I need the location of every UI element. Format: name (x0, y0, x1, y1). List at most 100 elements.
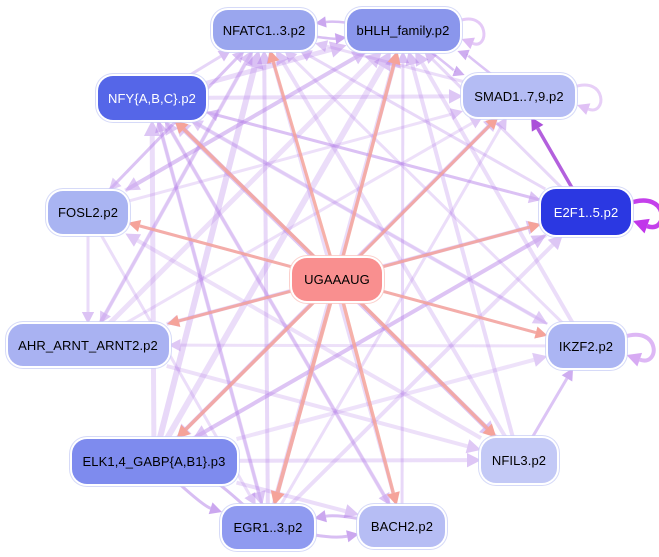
arrowhead-UGAAAUG-bHLH (387, 51, 401, 66)
edge-NFIL3-bHLH (410, 63, 515, 439)
self-loop-arrowhead-bHLH (461, 37, 475, 50)
arrowhead-FOSL2-SMAD (449, 108, 463, 121)
node-egr1[interactable]: EGR1..3.p2 (222, 505, 314, 549)
arrowhead-ELK-EGR1 (208, 502, 222, 515)
edge-AHR-SMAD (123, 121, 474, 326)
arrowhead-NFY-EGR1 (251, 490, 266, 506)
edge-UGAAAUG-BACH2 (340, 300, 395, 494)
arrowhead-bHLH-SMAD (452, 65, 465, 77)
edge-ELK-NFATC1 (156, 66, 258, 440)
arrowhead-E2F1-bHLH (424, 51, 437, 64)
node-elk[interactable]: ELK1,4_GABP{A,B1}.p3 (71, 438, 237, 484)
edge-ELK-NFY (149, 135, 157, 439)
edge-NFY-bHLH (205, 47, 332, 86)
arrowhead-ELK-IKZF2 (532, 352, 548, 367)
node-ahr[interactable]: AHR_ARNT_ARNT2.p2 (7, 324, 169, 366)
arrowhead-IKZF2-NFY (190, 120, 204, 132)
arrowhead-EGR1-BACH2 (346, 530, 359, 543)
edge-bHLH-NFATC1 (325, 20, 347, 24)
arrowhead-ELK-NFY (143, 120, 161, 137)
node-ikzf2[interactable]: IKZF2.p2 (547, 324, 625, 368)
edge-NFIL3-NFATC1 (281, 61, 508, 439)
node-ugaaaug[interactable]: UGAAAUG (292, 257, 382, 301)
arrowhead-ELK-NFIL3 (466, 452, 481, 468)
edge-ELK-IKZF2 (235, 357, 535, 441)
node-label-ikzf2: IKZF2.p2 (558, 338, 614, 354)
arrowhead-UGAAAUG-FOSL2 (128, 219, 142, 232)
arrowhead-SMAD-bHLH (457, 49, 470, 61)
node-label-bach2: BACH2.p2 (370, 518, 434, 534)
edge-UGAAAUG-E2F1 (381, 225, 530, 269)
arrowhead-ELK-E2F1 (530, 235, 547, 249)
edge-ELK-NFIL3 (236, 458, 468, 463)
arrowhead-EGR1-NFY (155, 120, 168, 134)
node-smad[interactable]: SMAD1..7,9.p2 (463, 75, 575, 117)
arrowhead-FOSL2-bHLH (350, 51, 367, 65)
arrowhead-UGAAAUG-SMAD (485, 117, 499, 130)
node-label-elk: ELK1,4_GABP{A,B1}.p3 (82, 453, 226, 469)
arrowhead-AHR-SMAD (469, 117, 483, 129)
arrowhead-NFY-IKZF2 (531, 310, 548, 324)
arrowhead-FOSL2-NFATC1 (231, 50, 245, 63)
arrowhead-UGAAAUG-IKZF2 (534, 326, 548, 339)
edge-UGAAAUG-FOSL2 (139, 224, 293, 269)
arrowhead-NFY-BACH2 (378, 492, 391, 506)
edge-NFIL3-IKZF2 (530, 377, 569, 439)
node-label-fosl2: FOSL2.p2 (57, 204, 119, 220)
arrowhead-UGAAAUG-EGR1 (270, 490, 285, 506)
edge-BACH2-NFY (170, 131, 392, 507)
arrowhead-UGAAAUG-NFIL3 (482, 423, 497, 438)
self-loop-bHLH (458, 17, 486, 46)
arrowhead-UGAAAUG-E2F1 (527, 221, 541, 234)
edge-UGAAAUG-NFY (182, 127, 317, 259)
edge-NFY-IKZF2 (189, 118, 537, 319)
node-bhlh[interactable]: bHLH_family.p2 (346, 9, 460, 51)
edge-E2F1-NFY (217, 113, 542, 202)
node-nfil3[interactable]: NFIL3.p2 (481, 437, 557, 483)
arrowhead-AHR-bHLH (364, 51, 382, 69)
node-label-nfy: NFY{A,B,C}.p2 (107, 90, 196, 106)
node-label-nfatc1: NFATC1..3.p2 (222, 22, 306, 38)
self-loop-arrowhead-SMAD (577, 103, 591, 115)
node-e2f1[interactable]: E2F1..5.p2 (541, 189, 631, 235)
arrowhead-FOSL2-EGR1 (244, 492, 256, 506)
edge-AHR-bHLH (107, 60, 373, 326)
arrowhead-NFIL3-IKZF2 (561, 368, 574, 382)
arrowhead-ELK-bHLH (373, 51, 391, 72)
arrowhead-EGR1-E2F1 (547, 235, 563, 250)
node-fosl2[interactable]: FOSL2.p2 (48, 190, 128, 234)
node-label-smad: SMAD1..7,9.p2 (474, 88, 564, 104)
edge-UGAAAUG-IKZF2 (381, 289, 537, 334)
arrowhead-BACH2-NFY (164, 120, 179, 136)
edge-NFY-SMAD (205, 94, 450, 100)
arrowhead-E2F1-NFATC1 (299, 50, 313, 62)
arrowhead-EGR1-SMAD (495, 117, 507, 131)
edge-UGAAAUG-AHR (178, 289, 293, 323)
edge-FOSL2-NFATC1 (107, 57, 238, 192)
edge-ELK-bHLH (164, 65, 385, 441)
arrowhead-ELK-NFATC1 (245, 50, 264, 70)
edge-UGAAAUG-ELK (184, 299, 317, 431)
edge-ELK-BACH2 (235, 480, 346, 514)
arrowhead-IKZF2-AHR (168, 339, 181, 352)
arrowhead-NFIL3-bHLH (405, 51, 420, 67)
edge-bHLH-FOSL2 (136, 49, 368, 186)
self-loop-arrowhead-IKZF2 (626, 352, 643, 367)
node-label-ugaaaug: UGAAAUG (304, 271, 370, 287)
node-label-ahr: AHR_ARNT_ARNT2.p2 (18, 337, 158, 353)
arrowhead-E2F1-ELK (193, 425, 209, 439)
edge-ELK-E2F1 (192, 240, 535, 441)
node-nfatc1[interactable]: NFATC1..3.p2 (213, 10, 315, 50)
node-nfy[interactable]: NFY{A,B,C}.p2 (98, 76, 206, 120)
edge-EGR1-E2F1 (288, 243, 555, 507)
edge-IKZF2-NFATC1 (291, 57, 565, 326)
arrowhead-SMAD-NFATC1 (315, 40, 329, 53)
arrowhead-E2F1-SMAD (531, 117, 544, 132)
arrowhead-IKZF2-bHLH (415, 51, 429, 67)
edge-NFIL3-FOSL2 (136, 238, 482, 440)
node-label-e2f1: E2F1..5.p2 (553, 204, 619, 220)
edge-NFY-BACH2 (163, 119, 386, 496)
node-bach2[interactable]: BACH2.p2 (359, 505, 445, 547)
arrowhead-bHLH-NFATC1 (315, 16, 327, 28)
